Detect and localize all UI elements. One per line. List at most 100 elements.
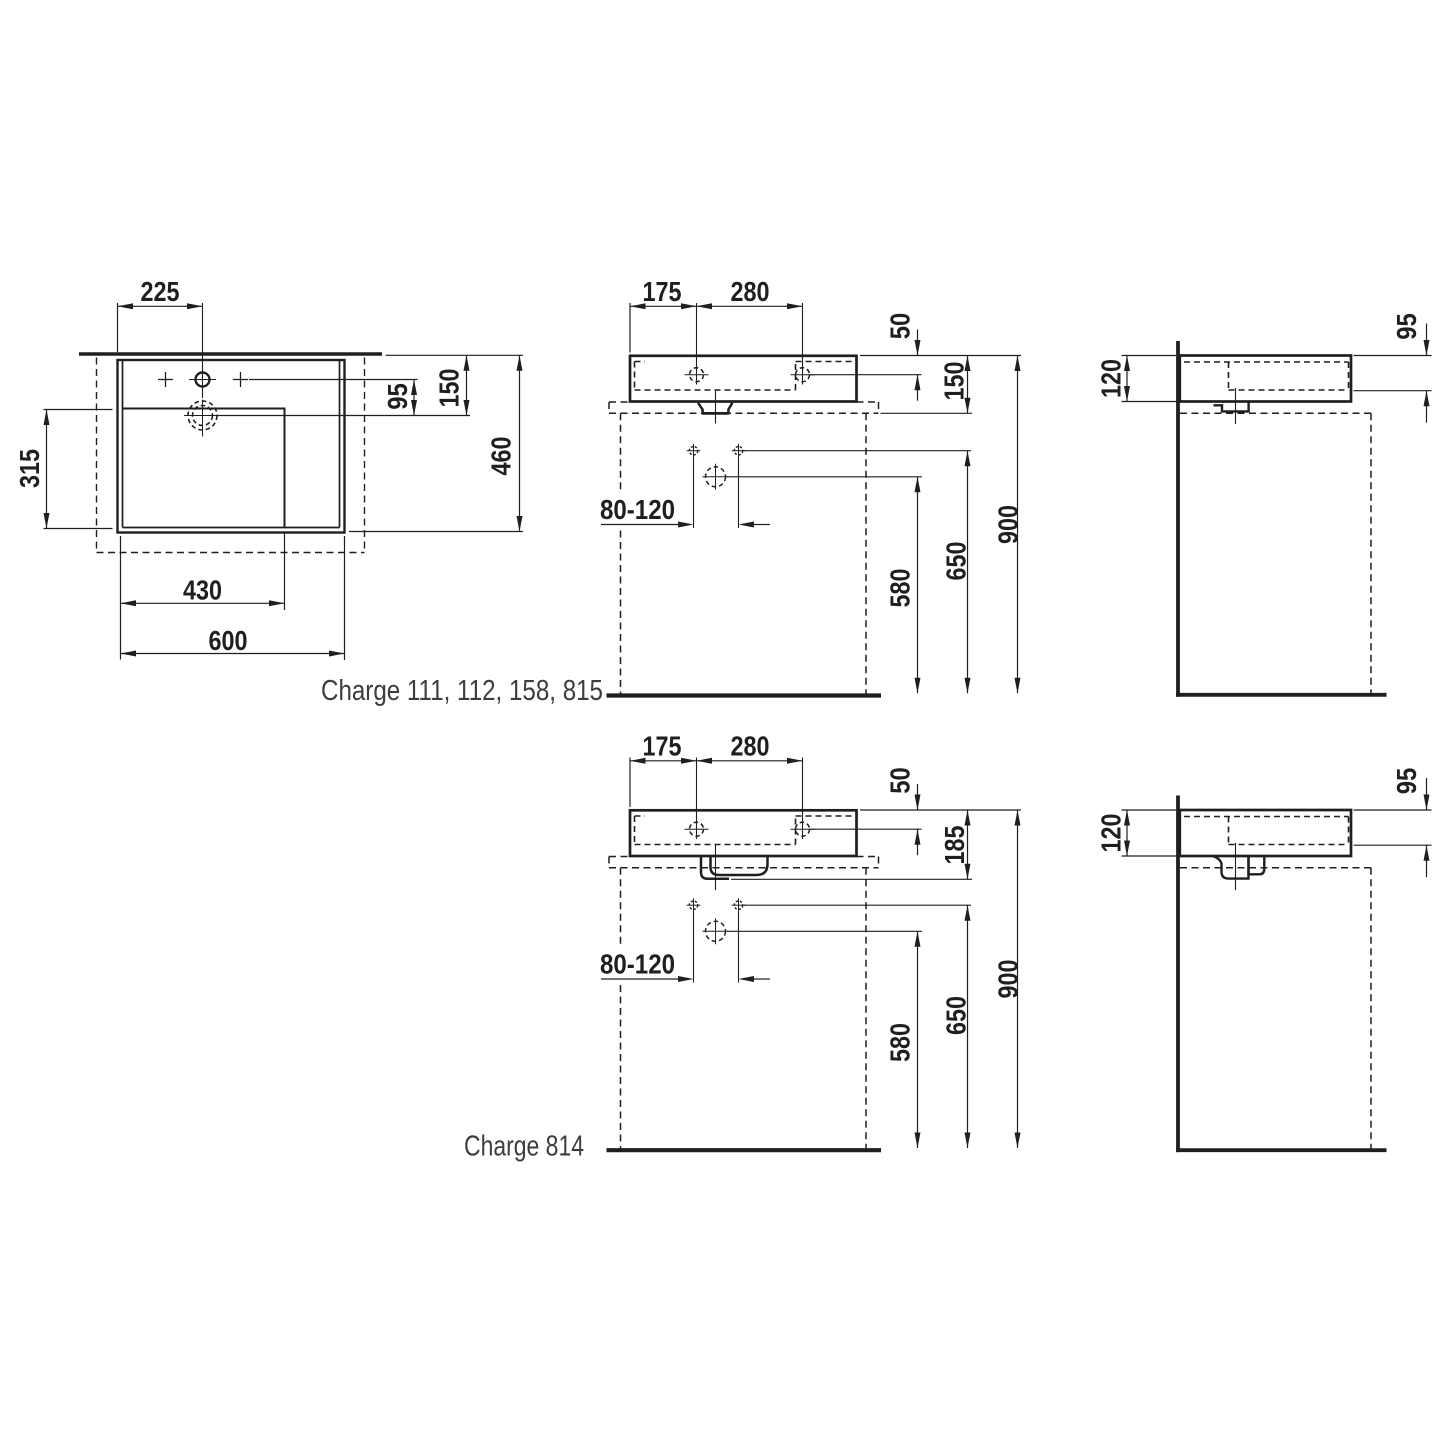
front-dim-650-arrow-bottom: [964, 677, 971, 694]
dim-label-charge-111-150: 150: [939, 362, 970, 401]
plan-dim-225-arrow-left: [117, 303, 133, 310]
front-dim-150-arrow-bottom: [964, 397, 971, 414]
front-dim-580-arrow-top: [914, 931, 921, 947]
front-dim-150-arrow-top: [964, 355, 971, 371]
dim-label-charge-814-80-120: 80-120: [600, 949, 675, 980]
front-dim-650-arrow-top: [964, 450, 971, 467]
side-basin-outline: [1178, 808, 1353, 858]
side-siphon-outlet: [1247, 856, 1266, 876]
plan-dim-430-arrow-right: [269, 600, 285, 607]
front-dim-175-arrow-right: [681, 757, 697, 764]
plan-basin-outline: [116, 358, 346, 534]
variant-label-top: Charge 111, 112, 158, 815: [321, 675, 603, 707]
plan-dim-460-arrow-top: [516, 355, 523, 371]
side-view-charge-814: 120 95: [1096, 768, 1432, 1153]
front-dim-280-arrow-left: [696, 757, 712, 764]
side-dim-120-arrow-bottom: [1124, 840, 1130, 856]
dim-label-plan-150: 150: [434, 369, 465, 408]
side-view-charge-111: 120 95: [1096, 313, 1432, 697]
dim-label-plan-225: 225: [141, 276, 180, 307]
dim-label-charge-111-side-95: 95: [1391, 313, 1422, 340]
dim-label-charge-814-175: 175: [643, 731, 682, 762]
front-dim-900-arrow-top: [1014, 810, 1021, 826]
plan-dim-150-arrow-top: [463, 355, 470, 371]
dim-label-charge-111-50: 50: [885, 313, 916, 340]
dim-label-charge-111-side-120: 120: [1096, 359, 1127, 398]
side-siphon-cup: [1213, 855, 1250, 880]
side-dim-95-arrow-bottom: [1423, 845, 1430, 861]
plan-dim-460-arrow-bottom: [516, 516, 523, 532]
front-dim-650-arrow-bottom: [964, 1132, 971, 1148]
front-basin-outline: [628, 808, 858, 858]
dim-label-plan-430: 430: [183, 575, 222, 606]
front-dim-175-arrow-right: [681, 303, 697, 310]
plan-dim-95-arrow-bottom: [411, 400, 417, 416]
dim-label-charge-814-side-95: 95: [1391, 768, 1422, 795]
side-dim-95-arrow-top: [1423, 794, 1430, 810]
front-dim-650-arrow-top: [964, 905, 971, 921]
plan-dim-95-arrow-top: [411, 379, 417, 395]
front-view-charge-111: 175 280 50 150 900 650 580 80-120: [600, 276, 1024, 698]
dim-label-charge-111-80-120: 80-120: [600, 494, 675, 525]
dim-label-plan-460: 460: [486, 437, 517, 476]
front-dim-50-arrow-bottom: [914, 374, 921, 391]
front-dim-80-120-arrow-right: [738, 976, 754, 982]
side-dim-120-arrow-bottom: [1124, 386, 1130, 402]
front-dim-80-120-arrow-left: [678, 976, 694, 982]
dim-label-charge-111-280: 280: [731, 276, 770, 307]
front-dim-50-arrow-top: [914, 340, 921, 356]
front-dim-900-arrow-bottom: [1014, 1132, 1021, 1148]
front-dim-580-arrow-top: [914, 476, 921, 493]
plan-dim-150-arrow-bottom: [463, 400, 470, 416]
dim-label-charge-111-175: 175: [643, 276, 682, 307]
dim-label-charge-814-50: 50: [885, 767, 916, 794]
front-dim-280-arrow-right: [787, 303, 803, 310]
front-dim-580-arrow-bottom: [914, 1132, 921, 1148]
front-dim-280-arrow-right: [787, 757, 803, 764]
plan-bowl-edge: [122, 407, 286, 528]
front-view-charge-814: 175 280 50 185 900 650 580 80-120: [600, 731, 1024, 1153]
dim-label-charge-814-580: 580: [885, 1023, 916, 1062]
front-basin-outline: [628, 354, 858, 403]
plan-dim-430-arrow-left: [120, 600, 136, 607]
front-dim-80-120-arrow-right: [738, 521, 754, 528]
dim-label-charge-111-650: 650: [941, 542, 972, 581]
front-dim-175-arrow-left: [630, 757, 646, 764]
dim-label-plan-315: 315: [14, 449, 45, 488]
plan-dim-600-arrow-right: [329, 650, 345, 657]
dim-label-charge-814-280: 280: [731, 731, 770, 762]
front-dim-185-arrow-top: [964, 810, 971, 826]
side-dim-120-arrow-top: [1124, 810, 1130, 826]
front-siphon-inner-cup: [709, 856, 769, 877]
front-dim-185-arrow-bottom: [964, 863, 971, 880]
dim-label-charge-111-900: 900: [993, 505, 1024, 544]
front-dim-50-arrow-top: [914, 794, 921, 810]
front-dim-50-arrow-bottom: [914, 829, 921, 845]
dim-label-plan-600: 600: [209, 625, 248, 656]
front-siphon-outer-cup: [699, 856, 729, 880]
front-dim-280-arrow-left: [696, 303, 712, 310]
side-dim-95-arrow-bottom: [1423, 390, 1430, 407]
dim-label-charge-814-900: 900: [993, 960, 1024, 999]
dim-label-charge-814-side-120: 120: [1096, 814, 1127, 853]
front-dim-900-arrow-bottom: [1014, 677, 1021, 694]
front-dim-80-120-arrow-left: [678, 521, 694, 528]
side-basin-outline: [1178, 354, 1353, 403]
plan-view: 225 315 95 150 460 430 600: [14, 276, 523, 660]
dim-label-charge-814-185: 185: [939, 826, 970, 865]
front-dim-175-arrow-left: [630, 303, 646, 310]
variant-label-bottom: Charge 814: [464, 1131, 584, 1163]
side-dim-95-arrow-top: [1423, 340, 1430, 356]
plan-dim-600-arrow-left: [120, 650, 136, 657]
front-dim-900-arrow-top: [1014, 355, 1021, 371]
side-drain-stub: [1213, 402, 1250, 413]
plan-dim-315-arrow-top: [43, 409, 50, 425]
dim-label-charge-111-580: 580: [885, 569, 916, 608]
side-dim-120-arrow-top: [1124, 355, 1130, 371]
plan-dim-315-arrow-bottom: [43, 513, 50, 529]
dim-label-charge-814-650: 650: [941, 996, 972, 1035]
front-dim-580-arrow-bottom: [914, 677, 921, 694]
plan-dim-225-arrow-right: [187, 303, 203, 310]
